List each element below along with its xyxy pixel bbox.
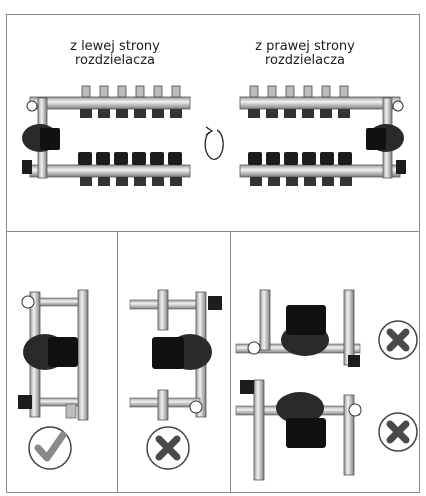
cross-icon xyxy=(378,320,418,360)
checkmark-icon xyxy=(28,426,72,470)
top-panel xyxy=(6,14,420,232)
rotate-clockwise-icon xyxy=(204,126,224,160)
manifold-right xyxy=(239,85,406,186)
left-caption: z lewej strony rozdzielacza xyxy=(70,39,160,68)
right-caption: z prawej strony rozdzielacza xyxy=(255,39,355,68)
cross-icon xyxy=(378,412,418,452)
pump-group-horizontal-top xyxy=(235,289,361,367)
cross-icon xyxy=(146,426,190,470)
manifold-left xyxy=(22,85,191,186)
pump-group-reversed xyxy=(129,289,222,421)
pump-group-horizontal-bottom xyxy=(235,379,362,481)
pump-group-vertical xyxy=(18,289,89,421)
